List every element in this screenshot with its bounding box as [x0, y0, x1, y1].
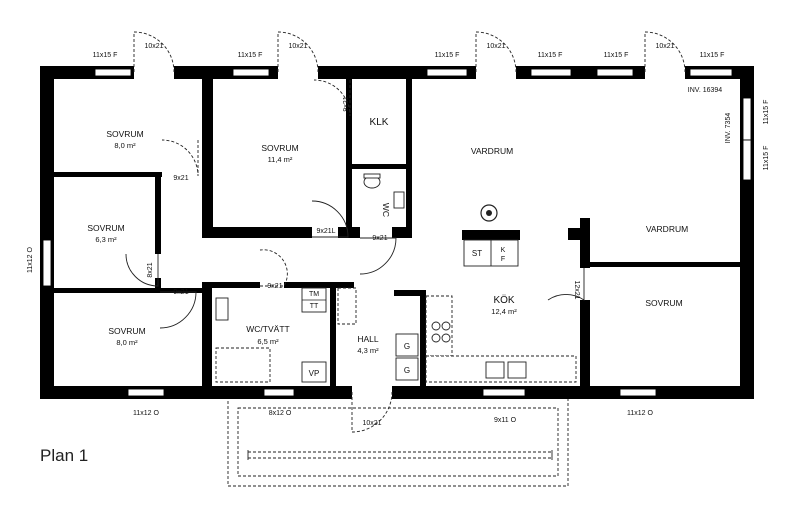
window-label: 8x12 O — [269, 410, 292, 417]
window-bottom-2 — [263, 388, 295, 397]
room-area: 6,5 m² — [257, 337, 279, 346]
door-label: 10x21 — [486, 43, 505, 50]
kitchen-counters — [425, 295, 577, 383]
hob-ring-icon — [441, 333, 451, 343]
window-right-1 — [742, 97, 752, 141]
terrace-inner-outline — [237, 407, 559, 477]
fixture-label: K — [501, 247, 506, 254]
door-label: 10x21 — [362, 420, 381, 427]
room-area: 8,0 m² — [114, 141, 136, 150]
window-label: 11x15 F — [763, 146, 770, 171]
room-name: KÖK — [493, 294, 514, 306]
fixture-label: F — [501, 256, 505, 263]
window-label: 11x12 O — [133, 410, 159, 417]
window-label: 11x15 F — [93, 52, 118, 59]
window-top-6 — [689, 68, 733, 77]
window-label: 11x15 F — [538, 52, 563, 59]
door-labels: 10x21 10x21 10x21 10x21 10x21 9x21 9x21 … — [144, 43, 674, 427]
wc-fixtures — [215, 173, 419, 383]
hall-shelf — [337, 287, 357, 325]
washbasin-icon — [393, 191, 405, 209]
door-label: 12x21 — [573, 280, 580, 299]
sink-icon — [485, 361, 505, 379]
fixture-labels: ST K F TM TT VP G G — [309, 247, 506, 378]
room-name: WC — [381, 203, 391, 217]
window-label: 11x12 O — [27, 246, 34, 272]
window-labels: 11x15 F 11x15 F 11x15 F 11x15 F 11x15 F … — [27, 52, 770, 424]
plan-title: Plan 1 — [40, 446, 88, 465]
fixture-label: G — [404, 366, 410, 375]
room-name: WC/TVÄTT — [246, 324, 289, 334]
door-label: 9x21 — [173, 289, 188, 296]
window-right-2 — [742, 139, 752, 181]
window-label: 11x15 F — [700, 52, 725, 59]
window-top-4 — [530, 68, 572, 77]
window-bottom-3 — [482, 388, 526, 397]
window-top-5 — [596, 68, 634, 77]
room-name: VARDRUM — [471, 146, 513, 156]
door-label: 9x21 — [372, 235, 387, 242]
window-left-1 — [42, 239, 52, 287]
room-area: 4,3 m² — [357, 346, 379, 355]
interior-walls — [54, 79, 740, 386]
sink-drainer-icon — [507, 361, 527, 379]
inventory-label: INV. 16394 — [688, 87, 722, 94]
room-area: 6,3 m² — [95, 235, 117, 244]
room-area: 8,0 m² — [116, 338, 138, 347]
window-label: 11x15 F — [763, 100, 770, 125]
stove-block — [462, 204, 520, 267]
wardrobe-box-2 — [395, 357, 419, 381]
door-label: 10x21 — [288, 43, 307, 50]
door-label: 10x21 — [655, 43, 674, 50]
room-name: SOVRUM — [106, 129, 143, 139]
door-label: 10x21 — [144, 43, 163, 50]
window-label: 11x15 F — [238, 52, 263, 59]
water-heater-box — [301, 361, 327, 383]
room-name: VARDRUM — [646, 224, 688, 234]
washbasin-icon — [215, 297, 229, 321]
exterior-door-swings — [133, 31, 686, 433]
room-labels: SOVRUM 8,0 m² SOVRUM 11,4 m² SOVRUM 6,3 … — [87, 117, 688, 355]
fixture-label: ST — [472, 249, 482, 258]
hob-ring-icon — [431, 321, 441, 331]
fixture-label: G — [404, 342, 410, 351]
inventory-label: INV. 7354 — [725, 113, 732, 144]
door-label: 8x21 — [147, 262, 154, 277]
window-bottom-4 — [619, 388, 657, 397]
door-label: 9x21 — [267, 283, 282, 290]
hob-ring-icon — [441, 321, 451, 331]
interior-door-swings — [125, 79, 585, 329]
fixture-label: TM — [309, 291, 319, 298]
room-area: 11,4 m² — [268, 155, 293, 164]
window-bottom-1 — [127, 388, 165, 397]
room-name: SOVRUM — [87, 223, 124, 233]
room-name: HALL — [357, 334, 379, 344]
window-label: 11x15 F — [435, 52, 460, 59]
hob-ring-icon — [431, 333, 441, 343]
window-label: 9x11 O — [494, 417, 517, 424]
door-label: 9x21 — [173, 175, 188, 182]
window-label: 11x15 F — [604, 52, 629, 59]
fixture-label: VP — [309, 369, 320, 378]
exterior-door-gaps — [134, 66, 685, 399]
windows — [42, 68, 752, 397]
fixture-label: TT — [310, 303, 319, 310]
room-area: 12,4 m² — [491, 307, 517, 316]
shower-area — [215, 347, 271, 383]
room-name: SOVRUM — [108, 326, 145, 336]
room-name: SOVRUM — [645, 298, 682, 308]
window-top-1 — [94, 68, 132, 77]
room-name: SOVRUM — [261, 143, 298, 153]
door-label: 9x21L — [316, 228, 335, 235]
room-name: KLK — [370, 117, 389, 128]
window-label: 11x12 O — [627, 410, 653, 417]
window-top-2 — [232, 68, 270, 77]
window-top-3 — [426, 68, 468, 77]
wardrobe-box-1 — [395, 333, 419, 357]
door-label: 9x21 — [343, 96, 350, 111]
